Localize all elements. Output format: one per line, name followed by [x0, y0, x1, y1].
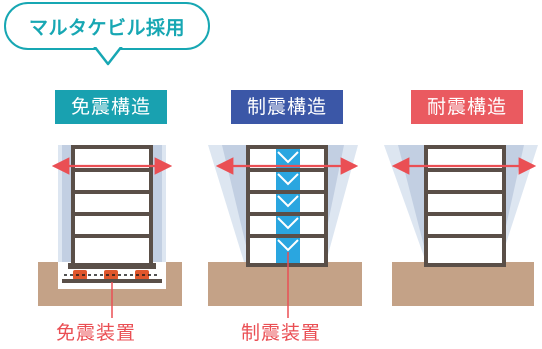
- seishin-structure: [208, 145, 362, 318]
- caption-seishin-device: 制震装置: [241, 322, 322, 344]
- building-menshin: [71, 145, 153, 267]
- label-seishin: 制震構造: [231, 90, 343, 124]
- building-taishin: [424, 145, 506, 267]
- label-taishin: 耐震構造: [411, 90, 523, 124]
- bubble-text: マルタケビル採用: [28, 16, 185, 39]
- menshin-structure: [38, 145, 182, 318]
- adoption-bubble: マルタケビル採用: [4, 2, 210, 50]
- ground-seishin: [208, 262, 362, 306]
- ground-taishin: [392, 262, 534, 306]
- caption-menshin-device: 免震装置: [56, 322, 137, 344]
- taishin-structure: [384, 145, 538, 306]
- bubble-tail: [92, 46, 124, 66]
- label-menshin: 免震構造: [55, 90, 167, 124]
